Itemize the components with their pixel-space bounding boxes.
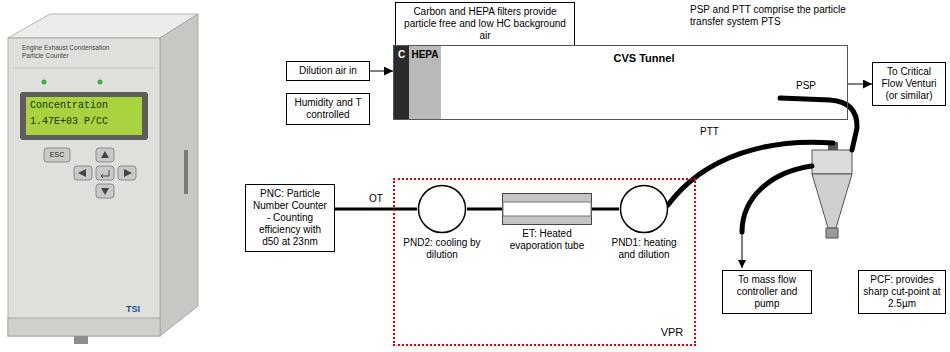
circle-outline [419, 186, 466, 233]
key-label: ESC [44, 151, 70, 159]
node-text: ET: Heated evaporation tube [497, 228, 597, 252]
particle-counter-photo [8, 14, 198, 344]
node-text: PND2: cooling by dilution [402, 237, 482, 261]
housing-front [8, 38, 160, 336]
node-text: To Critical Flow Venturi (or similar) [877, 66, 941, 102]
housing-side [160, 14, 198, 336]
condition-box: Humidity and T controlled [286, 93, 370, 125]
side-slot [184, 150, 188, 194]
key-button [118, 166, 136, 180]
vpr-region: VPRPND2: cooling by dilutionET: Heated e… [393, 178, 696, 346]
circle-outline [619, 184, 669, 234]
cyclone [812, 142, 852, 238]
brand-logo: TSI [126, 304, 156, 315]
screen-bezel [20, 92, 148, 140]
part-name: PSP [796, 80, 826, 92]
pump-tube [742, 166, 812, 232]
key-arrow [101, 188, 109, 195]
dilutor-circle: PND1: heating and dilution [619, 184, 669, 234]
tube-outline [502, 193, 592, 225]
connector [467, 208, 502, 211]
node-text: PCF: provides sharp cut-point at 2.5µm [863, 274, 941, 310]
outlet-box: To mass flow controller and pump [722, 270, 812, 314]
ptt-tube [668, 142, 833, 205]
lcd-screen [26, 97, 142, 135]
part-name: PTT [700, 126, 730, 138]
housing-base [8, 318, 160, 336]
heater-jacket [503, 194, 592, 225]
counter-box: PNC: Particle Number Counter - Counting … [245, 184, 335, 252]
node-text: Carbon and HEPA filters provide particle… [400, 6, 570, 42]
status-led [98, 80, 103, 85]
circle-outline [417, 184, 467, 234]
connector [335, 208, 417, 211]
dilutor-circle: PND2: cooling by dilution [417, 184, 467, 234]
key-button [96, 184, 114, 198]
screen-text: 1.47E+03 P/CC [30, 116, 138, 128]
key-enter [101, 170, 109, 178]
key-arrow [124, 169, 132, 177]
cyclone-cone [812, 174, 852, 228]
key-button [96, 148, 114, 162]
screen-text: Concentration [30, 100, 138, 112]
cyclone-cup [826, 228, 838, 238]
node-text: VPR [653, 326, 691, 339]
note-box: Carbon and HEPA filters provide particle… [395, 2, 575, 46]
cyclone-body [812, 150, 852, 174]
node-text: To mass flow controller and pump [727, 274, 807, 310]
carbon-filter: C [394, 46, 409, 119]
device-title: Engine Exhaust Condensation Particle Cou… [22, 44, 112, 60]
inlet-port [74, 336, 88, 344]
cyclone-note: PCF: provides sharp cut-point at 2.5µm [858, 270, 946, 314]
hepa-filter: HEPA [409, 46, 441, 119]
node-text: C [394, 49, 409, 61]
flow-arrow [742, 234, 743, 268]
edge-label: OT [367, 193, 385, 205]
key-arrow [101, 151, 109, 158]
key-button [96, 166, 114, 180]
key-arrow [78, 169, 86, 177]
panel-seam [12, 68, 156, 69]
connector [370, 71, 393, 72]
connector [848, 84, 872, 85]
status-led [42, 80, 47, 85]
node-text: Humidity and T controlled [291, 97, 365, 121]
outlet-box: To Critical Flow Venturi (or similar) [872, 62, 946, 106]
key-button [74, 166, 92, 180]
key-button [44, 148, 70, 162]
node-text: Dilution air in [291, 65, 365, 77]
circle-outline [621, 186, 668, 233]
evaporation-tube: ET: Heated evaporation tube [502, 193, 592, 225]
tube-bore [503, 202, 591, 216]
input-box: Dilution air in [286, 61, 370, 81]
note-text: PSP and PTT comprise the particle transf… [690, 4, 865, 28]
node-text: PNC: Particle Number Counter - Counting … [250, 188, 330, 248]
connector [592, 208, 619, 211]
node-text: PND1: heating and dilution [604, 237, 684, 261]
node-text: CVS Tunnel [584, 52, 704, 65]
node-text: HEPA [409, 49, 441, 61]
cvs-tunnel: CVS Tunnel CHEPA [393, 45, 848, 120]
